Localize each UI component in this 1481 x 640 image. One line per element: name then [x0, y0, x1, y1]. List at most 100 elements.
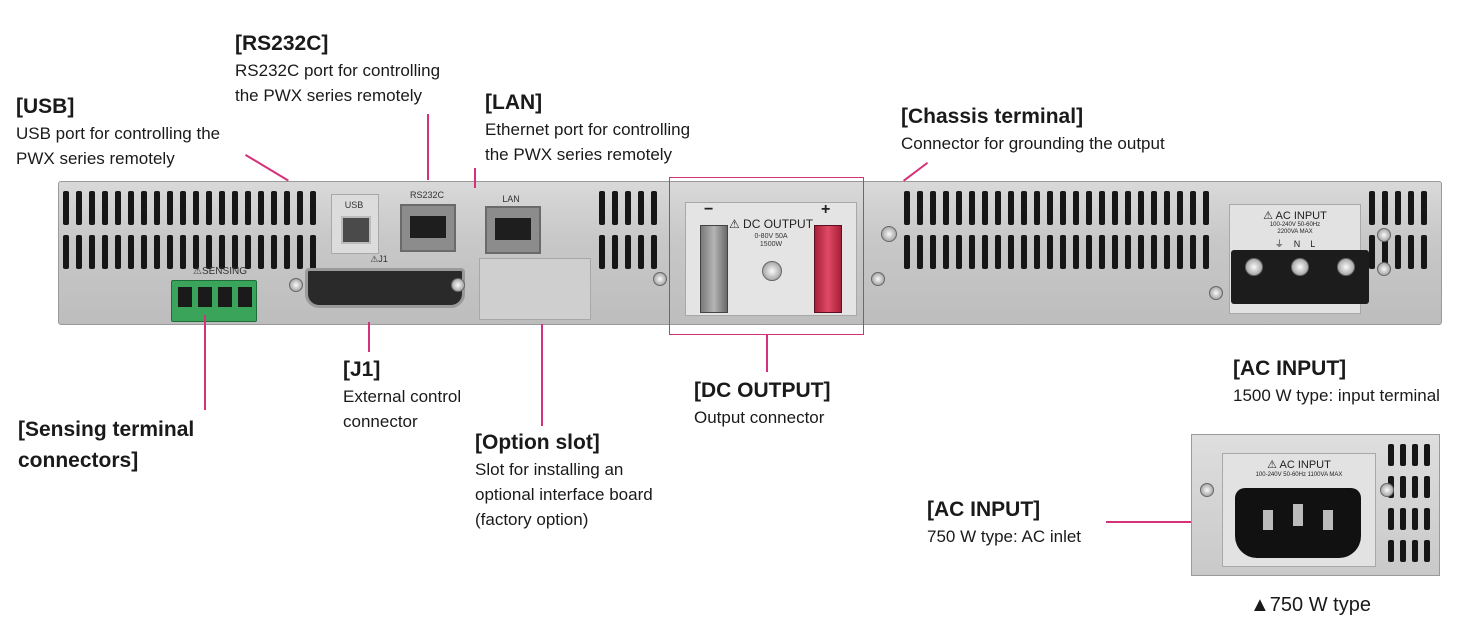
- caption-750w: ▲750 W type: [1250, 594, 1371, 616]
- vent-slot: [612, 235, 618, 269]
- vent-slot: [1408, 235, 1414, 269]
- lan-port: [485, 206, 541, 254]
- callout-dcout: [DC OUTPUT] Output connector: [694, 378, 830, 430]
- inset-screw: [1200, 483, 1214, 497]
- rs232c-label: RS232C: [409, 190, 445, 200]
- vent-slot: [1034, 235, 1040, 269]
- sensing-leader: [204, 315, 206, 410]
- inset-ac-inlet: [1235, 488, 1361, 558]
- vent-slot: [102, 191, 108, 225]
- ac-screw-left: [1209, 286, 1223, 300]
- ac-terminal-labels: ⏚ N L: [1274, 239, 1316, 249]
- acin750-leader: [1106, 521, 1192, 523]
- option-leader: [541, 324, 543, 426]
- vent-slot: [638, 191, 644, 225]
- dc-plate-screw-left: [653, 272, 667, 286]
- vent-slot: [115, 235, 121, 269]
- vent-slot: [651, 235, 657, 269]
- vent-slot: [1021, 191, 1027, 225]
- callout-j1: [J1] External control connector: [343, 357, 461, 434]
- vent-slot: [1086, 235, 1092, 269]
- vent-slot: [141, 191, 147, 225]
- vent-slot: [1412, 476, 1418, 498]
- callout-option-title: [Option slot]: [475, 431, 600, 454]
- callout-rs232c: [RS232C] RS232C port for controlling the…: [235, 31, 440, 108]
- callout-option-desc: Slot for installing an optional interfac…: [475, 460, 653, 529]
- vent-slot: [310, 191, 316, 225]
- vent-slot: [167, 191, 173, 225]
- vent-slot: [1047, 191, 1053, 225]
- vent-slot: [284, 191, 290, 225]
- left-vents: [63, 188, 323, 318]
- vent-slot: [1073, 191, 1079, 225]
- dc-plus-terminal: [814, 225, 842, 313]
- vent-slot: [1412, 508, 1418, 530]
- vent-slot: [1060, 235, 1066, 269]
- vent-slot: [599, 191, 605, 225]
- vent-slot: [982, 191, 988, 225]
- vent-slot: [232, 191, 238, 225]
- vent-slot: [1408, 191, 1414, 225]
- vent-slot: [219, 191, 225, 225]
- vent-slot: [115, 191, 121, 225]
- middle-vents: [599, 188, 669, 318]
- vent-slot: [1021, 235, 1027, 269]
- inset-ac-title: ⚠ AC INPUT: [1267, 459, 1331, 471]
- vent-slot: [180, 191, 186, 225]
- vent-slot: [102, 235, 108, 269]
- vent-slot: [1424, 444, 1430, 466]
- vent-slot: [956, 235, 962, 269]
- dc-minus-sign: −: [704, 201, 714, 218]
- vent-slot: [154, 235, 160, 269]
- ac-screw-right: [1377, 262, 1391, 276]
- rs232c-leader: [427, 114, 429, 180]
- vent-slot: [1400, 540, 1406, 562]
- vent-slot: [612, 191, 618, 225]
- usb-label: USB: [344, 200, 364, 210]
- vent-slot: [638, 235, 644, 269]
- dc-output-highlight: [669, 177, 864, 335]
- vent-slot: [1412, 540, 1418, 562]
- vent-slot: [154, 191, 160, 225]
- chassis-leader: [903, 161, 928, 182]
- ac-terminal-block: [1231, 250, 1369, 304]
- vent-slot: [1151, 191, 1157, 225]
- chassis-terminal-screw: [881, 226, 897, 242]
- vent-slot: [982, 235, 988, 269]
- vent-slot: [76, 191, 82, 225]
- vent-slot: [1412, 444, 1418, 466]
- vent-slot: [1164, 235, 1170, 269]
- vent-slot: [1369, 191, 1375, 225]
- dc-output-plate: ⚠ DC OUTPUT 0-80V 50A 1500W − +: [685, 201, 857, 316]
- j1-leader: [368, 322, 370, 352]
- vent-slot: [206, 191, 212, 225]
- vent-slot: [1060, 191, 1066, 225]
- dc-output-title: ⚠ DC OUTPUT: [728, 217, 814, 231]
- dcout-leader: [766, 334, 768, 372]
- lan-label: LAN: [502, 194, 520, 204]
- callout-sensing: [Sensing terminal connectors]: [18, 414, 194, 476]
- j1-screw-right: [451, 278, 465, 292]
- right-vents: [904, 188, 1224, 318]
- dc-center-screw: [762, 261, 782, 281]
- vent-slot: [1047, 235, 1053, 269]
- vent-slot: [141, 235, 147, 269]
- vent-slot: [1395, 191, 1401, 225]
- dc-plus-sign: +: [821, 201, 831, 218]
- vent-slot: [917, 191, 923, 225]
- j1-label: ⚠J1: [370, 254, 388, 264]
- callout-acin1500: [AC INPUT] 1500 W type: input terminal: [1233, 356, 1440, 408]
- callout-dcout-desc: Output connector: [694, 408, 825, 427]
- dc-plate-screw-right: [871, 272, 885, 286]
- vent-slot: [1190, 191, 1196, 225]
- rear-panel: USB RS232C LAN ⚠J1 ⚠SENSING ⚠ DC OUTPUT …: [58, 181, 1442, 325]
- vent-slot: [1138, 235, 1144, 269]
- inset-ac-plate: ⚠ AC INPUT 100-240V 50-60Hz 1100VA MAX: [1222, 453, 1376, 567]
- vent-slot: [232, 235, 238, 269]
- vent-slot: [89, 191, 95, 225]
- vent-slot: [1086, 191, 1092, 225]
- vent-slot: [310, 235, 316, 269]
- vent-slot: [1112, 191, 1118, 225]
- vent-slot: [1382, 235, 1388, 269]
- vent-slot: [1125, 191, 1131, 225]
